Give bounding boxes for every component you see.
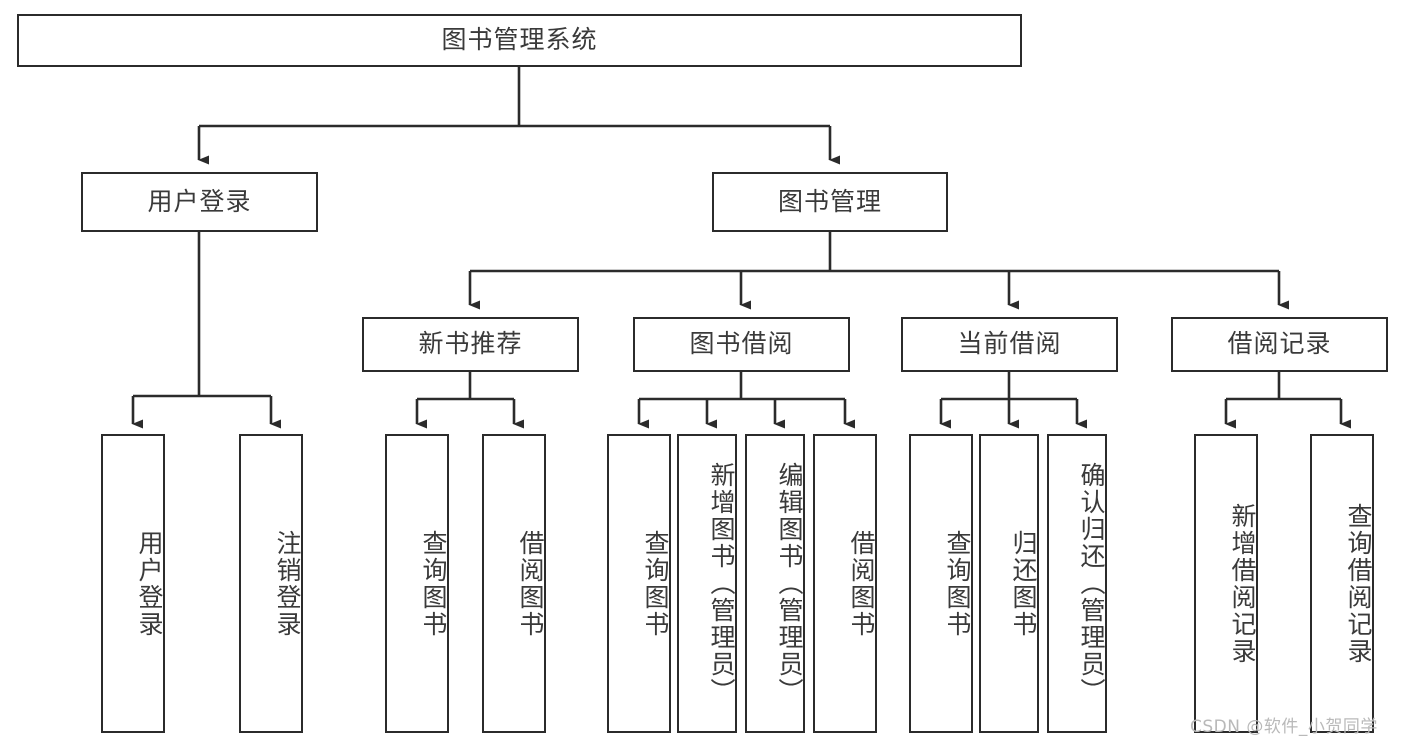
node-user-login[interactable]: 用户登录 <box>81 172 318 232</box>
csdn-watermark: CSDN @软件_小贺同学 <box>1190 717 1378 737</box>
node-borrowing-record[interactable]: 借阅记录 <box>1171 317 1388 372</box>
leaf-new-book-query-books[interactable]: 查询图书 <box>385 434 449 733</box>
leaf-current-return-books[interactable]: 归还图书 <box>979 434 1039 733</box>
node-book-borrowing[interactable]: 图书借阅 <box>633 317 850 372</box>
leaf-borrow-add-book-admin[interactable]: 新增图书（管理员） <box>677 434 737 733</box>
leaf-current-query-books[interactable]: 查询图书 <box>909 434 973 733</box>
node-new-book-recommendation[interactable]: 新书推荐 <box>362 317 579 372</box>
leaf-record-query-borrow-record[interactable]: 查询借阅记录 <box>1310 434 1374 733</box>
leaf-borrow-edit-book-admin[interactable]: 编辑图书（管理员） <box>745 434 805 733</box>
leaf-new-book-borrow-books[interactable]: 借阅图书 <box>482 434 546 733</box>
node-book-management[interactable]: 图书管理 <box>712 172 948 232</box>
leaf-borrow-query-books[interactable]: 查询图书 <box>607 434 671 733</box>
leaf-user-login-logout[interactable]: 注销登录 <box>239 434 303 733</box>
leaf-record-add-borrow-record[interactable]: 新增借阅记录 <box>1194 434 1258 733</box>
node-root-book-management-system[interactable]: 图书管理系统 <box>17 14 1022 67</box>
leaf-borrow-borrow-books[interactable]: 借阅图书 <box>813 434 877 733</box>
leaf-current-confirm-return-admin[interactable]: 确认归还（管理员） <box>1047 434 1107 733</box>
node-current-borrowing[interactable]: 当前借阅 <box>901 317 1118 372</box>
leaf-user-login-login[interactable]: 用户登录 <box>101 434 165 733</box>
